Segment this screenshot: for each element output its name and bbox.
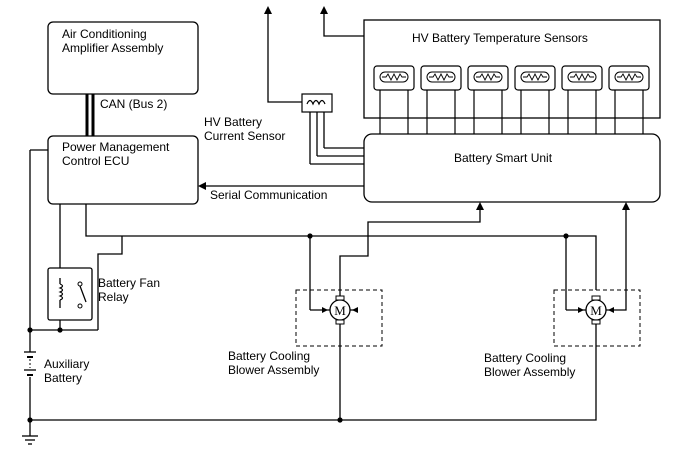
- motor-1-label: M: [334, 303, 346, 318]
- relay-circuit: [22, 149, 123, 445]
- current-sensor-label: HV Battery Current Sensor: [204, 115, 286, 143]
- ac-amplifier-label: Air Conditioning Amplifier Assembly: [62, 27, 164, 55]
- can-bus-lines: [85, 94, 95, 136]
- serial-comm-arrow: [198, 182, 364, 190]
- smart-unit-label: Battery Smart Unit: [454, 151, 553, 165]
- blower-2-assembly: [30, 202, 641, 421]
- temp-sensor-6: [608, 65, 650, 134]
- blower-1-label: Battery Cooling Blower Assembly: [228, 349, 320, 377]
- blower-2-label: Battery Cooling Blower Assembly: [484, 351, 576, 379]
- motor-2-label: M: [590, 303, 602, 318]
- blower-2-motor-icon: M: [578, 295, 614, 325]
- temperature-sensor-group: [373, 65, 650, 134]
- pm-ecu-label: Power Management Control ECU: [62, 140, 170, 168]
- hv-output-arrows: [264, 6, 364, 103]
- can-bus-label: CAN (Bus 2): [100, 97, 168, 111]
- temp-sensor-3: [467, 65, 509, 134]
- fan-relay-label: Battery Fan Relay: [98, 276, 161, 304]
- temp-sensor-2: [420, 65, 462, 134]
- blower-1-assembly: [295, 202, 484, 423]
- serial-comm-label: Serial Communication: [210, 188, 328, 202]
- smart-unit-box: [363, 133, 661, 203]
- aux-battery-label: Auxiliary Battery: [44, 357, 90, 385]
- ac-amplifier-box: [47, 21, 199, 95]
- blower-1-motor-icon: M: [322, 295, 358, 325]
- ecu-harness: [85, 204, 597, 311]
- pm-ecu-box: [47, 135, 199, 205]
- temp-sensor-5: [561, 65, 603, 134]
- current-sensor-symbol: [301, 93, 364, 165]
- temp-sensor-1: [373, 65, 415, 134]
- temp-sensor-4: [514, 65, 556, 134]
- temp-sensors-label: HV Battery Temperature Sensors: [412, 31, 588, 45]
